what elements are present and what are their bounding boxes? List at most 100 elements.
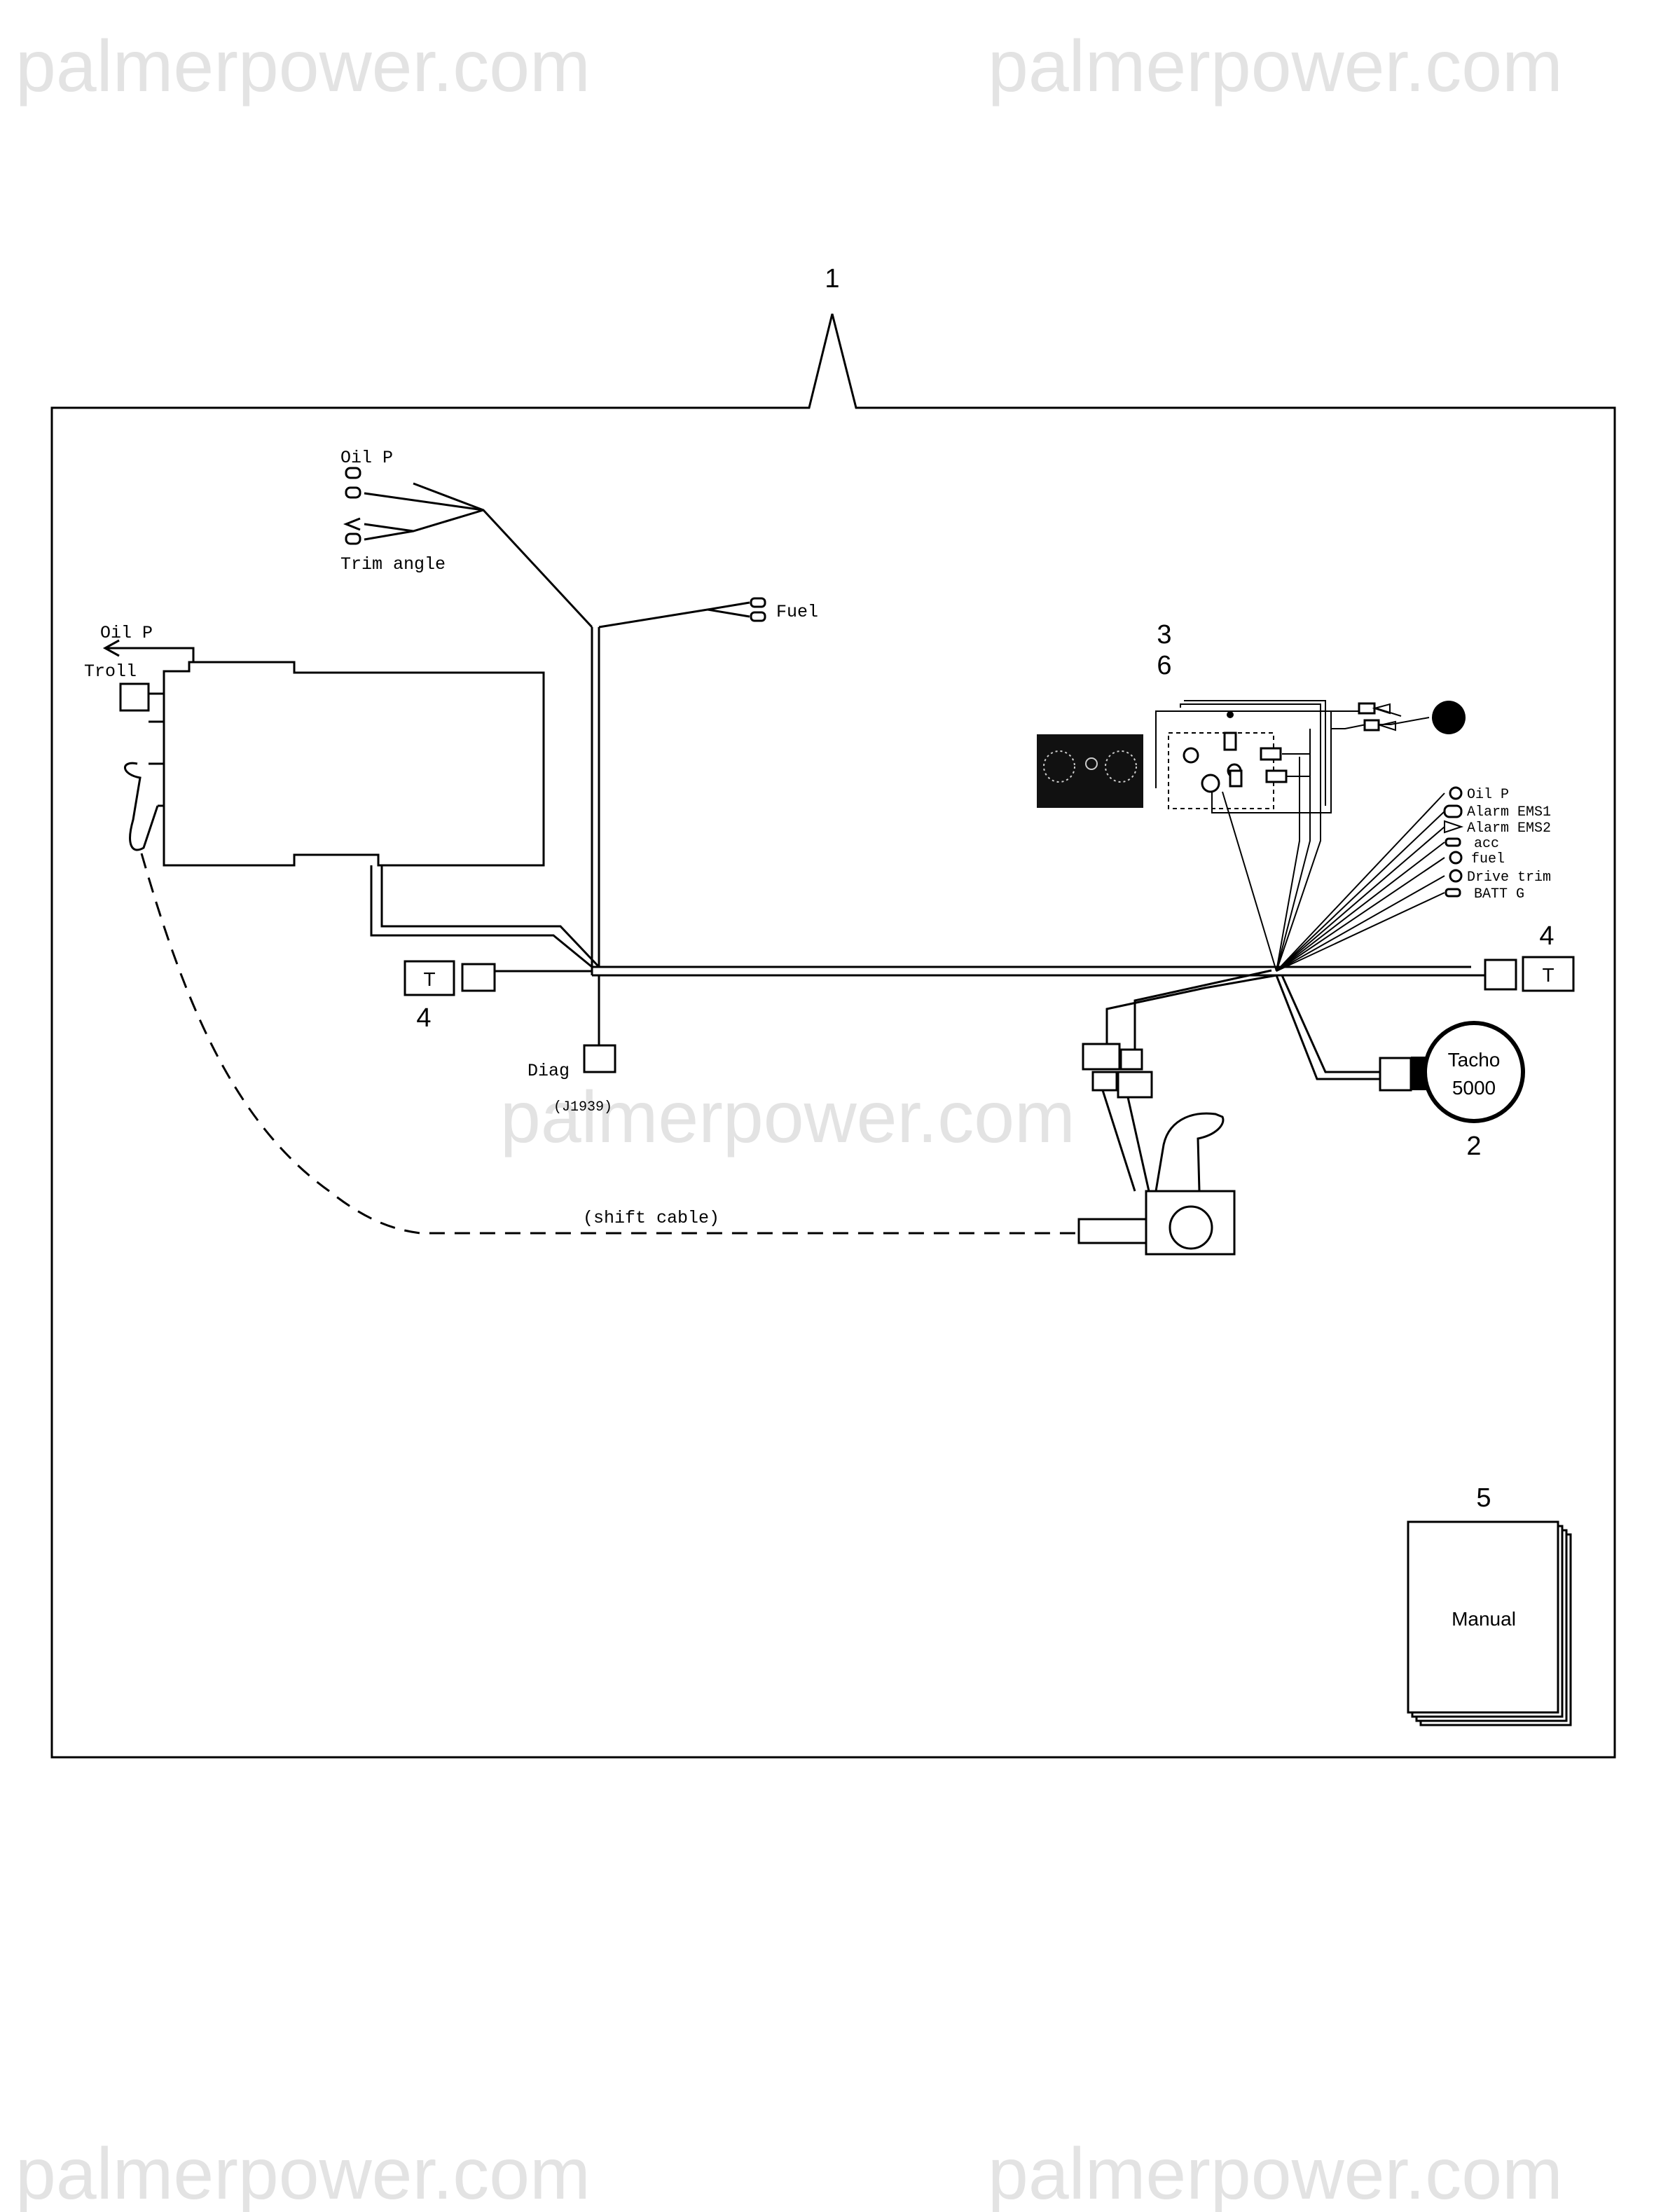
- output-label-4: fuel: [1471, 851, 1505, 867]
- output-label-6: BATT G: [1474, 886, 1524, 902]
- output-fuel-connector: [1449, 851, 1463, 865]
- remote-lead-1: [1105, 974, 1277, 1045]
- output-label-2: Alarm EMS2: [1467, 820, 1551, 837]
- panel-terminal-2: [1201, 774, 1220, 793]
- tacho-lead-2: [1275, 975, 1380, 1080]
- terminator-right: [1522, 956, 1575, 992]
- watermark-top-right: palmerpower.com: [988, 26, 1563, 107]
- manual-title: Manual: [1452, 1608, 1516, 1630]
- callout-tachometer: 2: [1466, 1132, 1481, 1161]
- terminator-left-plug: [461, 963, 496, 992]
- label-j1939: (J1939): [553, 1099, 612, 1115]
- output-label-5: Drive trim: [1467, 870, 1551, 886]
- tacho-connector: [1379, 1057, 1412, 1092]
- callout-terminator-left: 4: [416, 1003, 431, 1033]
- tachometer-gauge: [1423, 1021, 1525, 1123]
- panel-lead-acc: [1276, 841, 1445, 972]
- troll-connector: [119, 682, 150, 712]
- troll-arrow: [102, 639, 120, 657]
- panel-buzzer-arrow-2: [1377, 720, 1396, 731]
- connector-oil-p-2: [345, 486, 361, 499]
- shift-cable: [140, 853, 1079, 1235]
- connector-trim-angle: [345, 533, 361, 545]
- shift-lever-engine: [124, 762, 159, 851]
- output-batt-g-connector: [1445, 888, 1461, 898]
- panel-connector-leads: [1282, 753, 1310, 777]
- callout-panel-b: 6: [1157, 651, 1171, 680]
- panel-lead-main-4: [1222, 791, 1277, 972]
- branch-trim-angle-2: [364, 523, 414, 533]
- remote-lead-2: [1133, 969, 1272, 1051]
- connector-trim-arrow: [343, 517, 361, 531]
- output-label-1: Alarm EMS1: [1467, 804, 1551, 820]
- connector-fuel-2: [750, 611, 766, 622]
- manual-cover: [1407, 1520, 1559, 1714]
- remote-control-lever: [1154, 1112, 1225, 1192]
- label-fuel: Fuel: [776, 602, 818, 622]
- panel-lead-main-1: [1276, 757, 1300, 972]
- engine-outline: [163, 661, 545, 867]
- panel-buzzer-arrow-1: [1372, 703, 1391, 715]
- panel-lead-oil-p: [1276, 792, 1445, 972]
- label-diag: Diag: [528, 1061, 570, 1081]
- panel-pin: [1227, 711, 1234, 718]
- output-ems1-connector: [1443, 804, 1463, 818]
- tacho-lead: [1281, 975, 1380, 1073]
- callout-terminator-right: 4: [1539, 921, 1554, 951]
- watermark-bottom-left: palmerpower.com: [15, 2134, 591, 2212]
- terminator-right-plug: [1484, 959, 1517, 991]
- label-trim-angle: Trim angle: [340, 554, 446, 575]
- panel-connector-a: [1260, 747, 1282, 761]
- watermark-middle: palmerpower.com: [500, 1077, 1075, 1158]
- callout-panel-a: 3: [1157, 620, 1171, 650]
- terminator-left: [404, 960, 455, 996]
- panel-face-gauge-left: [1043, 750, 1075, 783]
- panel-lead-drive-trim: [1276, 875, 1445, 972]
- remote-plug-3: [1091, 1071, 1118, 1092]
- remote-lead-3: [1101, 1090, 1136, 1192]
- panel-lead-fuel: [1276, 857, 1445, 972]
- terminator-left-t: T: [423, 968, 435, 990]
- panel-buzzer-plug-2: [1363, 719, 1380, 731]
- panel-terminal-1: [1183, 747, 1199, 764]
- output-drive-trim-connector: [1449, 869, 1463, 883]
- tacho-back: [1411, 1057, 1426, 1090]
- callout-kit: 1: [825, 264, 839, 294]
- diag-connector: [583, 1044, 616, 1073]
- watermark-top-left: palmerpower.com: [15, 26, 591, 107]
- kit-frame: [50, 313, 1616, 1759]
- panel-back-outline: [1168, 732, 1274, 809]
- branch-fuel-2: [707, 608, 750, 618]
- remote-lead-4: [1126, 1097, 1150, 1192]
- tacho-label-2: 5000: [1452, 1077, 1496, 1099]
- panel-buzzer-plug-1: [1358, 702, 1376, 715]
- label-oil-p-engine: Oil P: [100, 623, 153, 643]
- label-troll: Troll: [84, 661, 137, 682]
- panel-face: [1037, 734, 1143, 808]
- panel-wiring-loop-2: [1184, 700, 1326, 806]
- output-oil-p-connector: [1449, 786, 1463, 800]
- shift-cable-end: [1077, 1218, 1147, 1244]
- output-label-0: Oil P: [1467, 787, 1509, 803]
- panel-lead-ems2: [1276, 826, 1445, 972]
- panel-fuse: [1223, 731, 1237, 751]
- output-acc-connector: [1445, 837, 1461, 847]
- remote-control-knob: [1169, 1205, 1213, 1250]
- terminator-right-t: T: [1542, 964, 1554, 986]
- connector-fuel-1: [750, 597, 766, 608]
- remote-plug-4: [1117, 1071, 1153, 1099]
- branch-trim-angle: [364, 509, 484, 541]
- panel-lead-batt-g: [1276, 892, 1445, 972]
- watermark-bottom-right: palmerpower.com: [988, 2134, 1563, 2212]
- panel-buzzer-lead-2: [1331, 717, 1430, 729]
- panel-wiring-loop: [1155, 710, 1332, 813]
- connector-oil-p-1: [345, 467, 361, 479]
- remote-plug-1: [1082, 1043, 1121, 1071]
- panel-lead-main-2: [1276, 729, 1311, 972]
- callout-manual: 5: [1476, 1483, 1491, 1513]
- troll-lead: [105, 647, 195, 662]
- panel-connector-b: [1265, 769, 1288, 783]
- label-oil-p-top: Oil P: [340, 448, 393, 468]
- panel-face-switch: [1085, 757, 1098, 770]
